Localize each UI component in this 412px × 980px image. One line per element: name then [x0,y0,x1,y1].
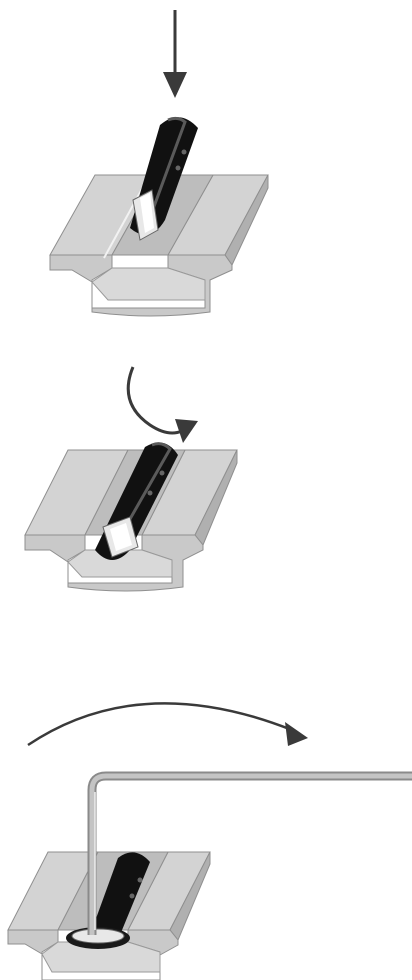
step-tighten-illustration [0,680,412,980]
step-insert-illustration [0,0,412,330]
step-rotate-illustration [0,355,412,605]
rotate-clockwise-arrow-icon [128,367,198,443]
step-rotate [0,355,412,605]
step-insert [0,0,412,330]
rotate-wide-arc-arrow-icon [28,703,308,746]
push-down-arrow-icon [163,10,187,98]
step-tighten [0,680,412,980]
